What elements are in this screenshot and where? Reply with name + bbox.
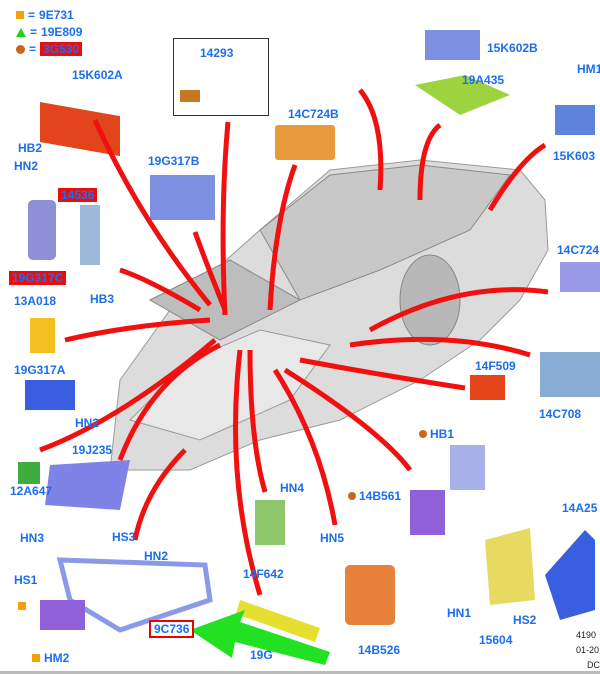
label-19A435[interactable]: 19A435	[462, 73, 505, 87]
label-14B561[interactable]: 14B561	[359, 489, 402, 503]
part-HM2-module-shape	[40, 600, 85, 630]
part-15K602A-shape	[40, 102, 120, 157]
circle-icon	[348, 492, 356, 500]
part-15K603-shape	[555, 105, 595, 135]
triangle-icon	[16, 27, 26, 37]
legend-item-3G530: = 3G530	[16, 42, 83, 56]
label-HN1[interactable]: HN1	[447, 606, 472, 620]
label-19G317C[interactable]: 19G317C	[9, 271, 67, 285]
part-19G317A-shape	[25, 380, 75, 410]
label-19G-partial[interactable]: 19G	[250, 648, 273, 662]
label-HN4[interactable]: HN4	[280, 481, 305, 495]
label-19G317A[interactable]: 19G317A	[14, 363, 66, 377]
label-HS1[interactable]: HS1	[14, 573, 38, 587]
part-14A25-shape	[545, 530, 595, 620]
part-14B561-bracket	[450, 445, 485, 490]
label-9C736[interactable]: 9C736	[149, 620, 195, 638]
part-19G317C-shape	[28, 200, 56, 260]
circle-icon	[419, 430, 427, 438]
part-9C736-shape	[56, 557, 213, 633]
label-14293[interactable]: 14293	[200, 46, 234, 60]
callout-arrows	[39, 88, 549, 596]
bottom-divider	[0, 671, 600, 674]
diagram-code: 4190	[576, 630, 597, 640]
square-icon	[16, 11, 24, 19]
label-14536[interactable]: 14536	[58, 188, 98, 202]
highlight-arrow	[190, 610, 330, 665]
square-icon	[18, 602, 26, 610]
label-15K602B[interactable]: 15K602B	[487, 41, 538, 55]
part-19G317B-shape	[150, 175, 215, 220]
part-15K602B-shape	[425, 30, 480, 60]
part-14536-shape	[80, 205, 100, 265]
label-HB3[interactable]: HB3	[90, 292, 115, 306]
label-HS2[interactable]: HS2	[513, 613, 537, 627]
label-HS3[interactable]: HS3	[112, 530, 136, 544]
part-19A435-shape	[415, 75, 510, 115]
label-15K602A[interactable]: 15K602A	[72, 68, 123, 82]
part-14B526-shape	[345, 565, 395, 625]
label-13A018[interactable]: 13A018	[14, 294, 57, 308]
part-14293-frame	[173, 38, 269, 116]
label-HM1[interactable]: HM1	[577, 62, 600, 76]
label-HN2[interactable]: HN2	[14, 159, 39, 173]
part-12A647-shape	[18, 462, 40, 484]
label-14C708[interactable]: 14C708	[539, 407, 582, 421]
label-14F509[interactable]: 14F509	[475, 359, 516, 373]
label-HB1[interactable]: HB1	[430, 427, 455, 441]
label-15604[interactable]: 15604	[479, 633, 513, 647]
label-14F642[interactable]: 14F642	[243, 567, 284, 581]
part-15604-shape	[485, 528, 535, 605]
label-19J235[interactable]: 19J235	[72, 443, 113, 457]
label-14A25[interactable]: 14A25	[562, 501, 598, 515]
label-14C724[interactable]: 14C724	[557, 243, 600, 257]
part-14C724B-shape	[275, 125, 335, 160]
part-19J235-shape	[45, 460, 130, 510]
part-14293-shape	[180, 90, 200, 102]
part-14F509-shape	[470, 375, 505, 400]
label-14C724B[interactable]: 14C724B	[288, 107, 339, 121]
label-HN2[interactable]: HN2	[144, 549, 169, 563]
part-13A018-shape	[30, 318, 55, 353]
label-12A647[interactable]: 12A647	[10, 484, 53, 498]
legend-item-19E809: = 19E809	[16, 25, 82, 39]
part-14F642-shape	[255, 500, 285, 545]
square-icon	[32, 654, 40, 662]
legend-item-9E731: = 9E731	[16, 8, 74, 22]
label-HM2[interactable]: HM2	[44, 651, 70, 665]
label-HN3[interactable]: HN3	[20, 531, 45, 545]
label-14B526[interactable]: 14B526	[358, 643, 401, 657]
part-14B561-shape	[410, 490, 445, 535]
label-HN2[interactable]: HN2	[75, 416, 100, 430]
label-HB2[interactable]: HB2	[18, 141, 43, 155]
part-14C724-shape	[560, 262, 600, 292]
part-14C708-shape	[540, 352, 600, 397]
label-HN5[interactable]: HN5	[320, 531, 345, 545]
diagram-suffix: DC	[587, 660, 600, 670]
part-19G-bar-shape	[236, 600, 320, 642]
label-19G317B[interactable]: 19G317B	[148, 154, 200, 168]
diagram-date: 01-20	[576, 645, 600, 655]
circle-icon	[16, 44, 25, 54]
label-15K603[interactable]: 15K603	[553, 149, 596, 163]
